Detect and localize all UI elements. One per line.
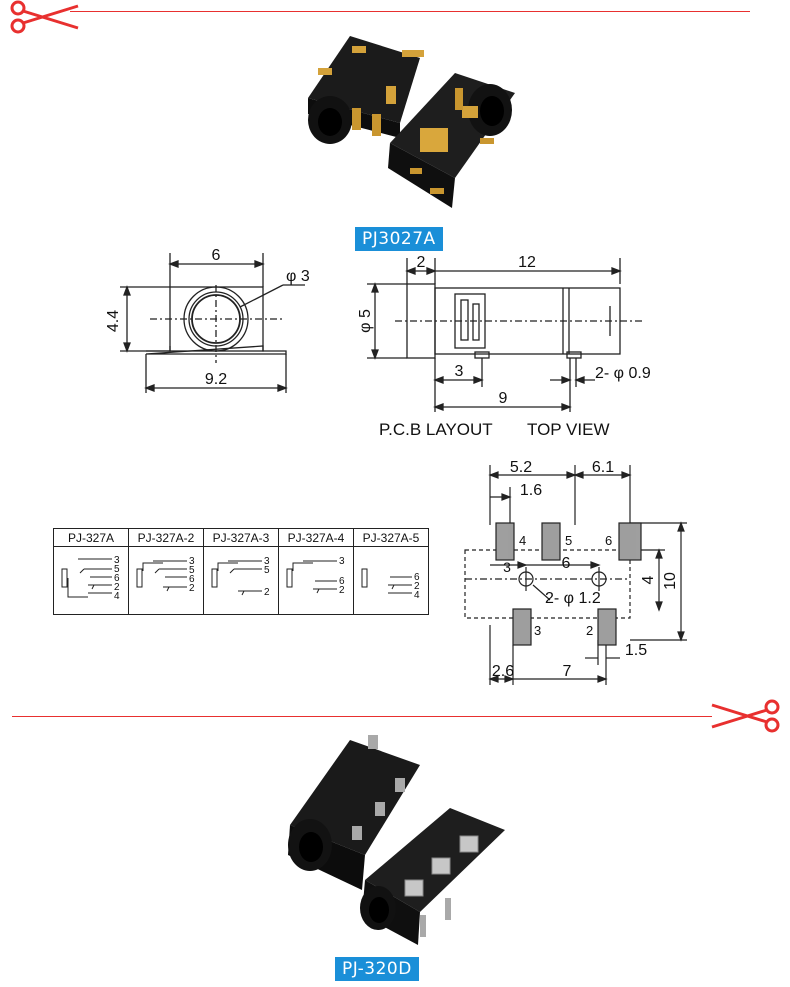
top-pins-label: 2- φ 0.9 (595, 365, 651, 382)
schematic-pj327a-5: 6 2 4 (361, 568, 420, 601)
pcb-holes-label: 2- φ 1.2 (545, 590, 601, 607)
variant-schematic: 6 2 4 (353, 546, 429, 615)
jack-body-right (388, 73, 515, 208)
top-dim-12: 12 (518, 254, 536, 271)
pin-label: 3 (189, 556, 195, 567)
pcb-dim-6-1: 6.1 (592, 459, 614, 476)
middle-cut-line (12, 716, 712, 717)
variant-header: PJ-327A-3 (203, 528, 279, 547)
variant-schematic: 3 5 6 2 (128, 546, 204, 615)
pin-label: 5 (114, 564, 120, 575)
variants-header-row: PJ-327A PJ-327A-2 PJ-327A-3 PJ-327A-4 PJ… (53, 528, 429, 547)
variant-header: PJ-327A-5 (353, 528, 429, 547)
pcb-layout-drawing: 5.2 6.1 1.6 4 5 6 3 2 3 6 2- φ 1.2 4 10 … (464, 459, 687, 685)
front-view-drawing: 6 4.4 φ 3.6 9.2 (105, 247, 310, 393)
pin-label: 5 (189, 565, 195, 576)
scissors-icon (10, 0, 79, 34)
pj3027a-product-photo (308, 36, 515, 208)
pin-label: 4 (114, 591, 120, 602)
pin-label: 6 (189, 574, 195, 585)
variant-header: PJ-327A-2 (128, 528, 204, 547)
pcb-dim-5-2: 5.2 (510, 459, 532, 476)
pin-label: 6 (114, 573, 120, 584)
pcb-dim-4: 4 (640, 575, 657, 584)
product-badge-pj320d: PJ-320D (335, 957, 419, 981)
pin-label: 6 (414, 572, 420, 583)
pin-label: 4 (414, 590, 420, 601)
pin-label: 2 (189, 583, 195, 594)
top-view-caption: TOP VIEW (527, 420, 610, 439)
product-badge-pj3027a: PJ3027A (355, 227, 443, 251)
schematic-pj327a-2: 3 5 6 2 (136, 556, 195, 594)
jack-body-left (308, 36, 424, 144)
variant-header: PJ-327A-4 (278, 528, 354, 547)
pcb-inner-6: 6 (562, 555, 571, 572)
scissors-icon (711, 699, 780, 733)
variants-schematic-row: 3 5 6 2 4 3 5 6 2 (53, 546, 429, 615)
variant-schematic: 3 5 6 2 4 (53, 546, 129, 615)
pad-label-3: 3 (534, 623, 541, 638)
pcb-pad-3 (512, 608, 532, 646)
top-view-drawing: 2 12 φ 5 3 2- φ 0.9 9 (357, 254, 651, 412)
pin-label: 5 (264, 565, 270, 576)
pad-label-4: 4 (519, 533, 526, 548)
pad-label-6: 6 (605, 533, 612, 548)
pcb-pad-2 (597, 608, 617, 646)
pin-label: 2 (264, 587, 270, 598)
pcb-dim-10: 10 (662, 572, 679, 590)
pin-label: 3 (264, 556, 270, 567)
front-width-label: 6 (212, 247, 221, 264)
pin-label: 2 (414, 581, 420, 592)
top-dia-label: φ 5 (357, 309, 374, 333)
top-dim-3: 3 (455, 363, 464, 380)
pin-label: 6 (339, 576, 345, 587)
pcb-layout-caption: P.C.B LAYOUT (379, 420, 493, 439)
variant-schematic: 3 6 2 (278, 546, 354, 615)
pcb-pad-6 (618, 522, 642, 561)
pcb-dim-1-5: 1.5 (625, 642, 647, 659)
top-cut-line (70, 11, 750, 12)
pcb-inner-3: 3 (503, 559, 511, 575)
pcb-pad-4 (495, 522, 515, 561)
variants-table: PJ-327A PJ-327A-2 PJ-327A-3 PJ-327A-4 PJ… (53, 528, 429, 615)
jack-body-top-left (288, 735, 420, 890)
pcb-dim-2-6: 2.6 (492, 663, 514, 680)
variant-header: PJ-327A (53, 528, 129, 547)
front-base-label: 9.2 (205, 371, 227, 388)
schematic-pj327a: 3 5 6 2 4 (61, 555, 120, 602)
pin-label: 3 (339, 556, 345, 567)
front-height-label: 4.4 (105, 310, 122, 332)
pcb-dim-1-6: 1.6 (520, 482, 542, 499)
pj320d-product-photo (288, 735, 505, 945)
pin-label: 2 (339, 585, 345, 596)
pin-label: 3 (114, 555, 120, 566)
schematic-pj327a-3: 3 5 2 (211, 556, 270, 598)
pcb-pad-5 (541, 522, 561, 561)
pad-label-2: 2 (586, 623, 593, 638)
variant-schematic: 3 5 2 (203, 546, 279, 615)
pin-label: 2 (114, 582, 120, 593)
jack-body-bottom-right (360, 808, 505, 945)
top-dim-9: 9 (499, 390, 508, 407)
front-hole-label: φ 3.6 (286, 268, 310, 285)
schematic-pj327a-4: 3 6 2 (286, 556, 345, 596)
top-dim-2: 2 (417, 254, 426, 271)
pad-label-5: 5 (565, 533, 572, 548)
pcb-dim-7: 7 (563, 663, 572, 680)
